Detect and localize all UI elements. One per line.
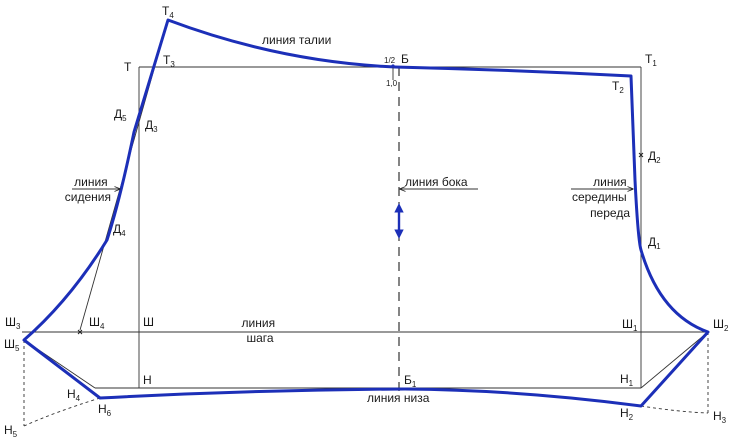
label-N1: Н1 bbox=[620, 372, 634, 388]
label-T1: Т1 bbox=[645, 52, 657, 68]
label-D4: Д4 bbox=[113, 222, 126, 238]
measure-half: 1/2 bbox=[384, 56, 396, 65]
caption-side-line: линия бока bbox=[405, 175, 468, 189]
label-T4: Т4 bbox=[162, 4, 174, 20]
label-D2: Д2 bbox=[648, 149, 661, 165]
label-Sh2: Ш2 bbox=[713, 317, 729, 333]
caption-crotch-line: линия шага bbox=[242, 316, 279, 345]
label-B: Б bbox=[401, 52, 409, 66]
label-Sh3: Ш3 bbox=[5, 315, 21, 331]
label-Sh5: Ш5 bbox=[4, 337, 20, 353]
trousers-front-outline bbox=[22, 18, 710, 408]
caption-waist-line: линия талии bbox=[262, 33, 331, 47]
label-D1: Д1 bbox=[648, 235, 661, 251]
mark-sh4-cross bbox=[77, 329, 83, 335]
mark-d2-cross bbox=[638, 152, 644, 158]
mark-b-dot bbox=[391, 64, 395, 68]
caption-front-center-line: линия середины переда bbox=[572, 175, 630, 220]
dashed-hem-n2-n3 bbox=[640, 405, 709, 414]
label-N6: Н6 bbox=[98, 402, 112, 418]
label-N2: Н2 bbox=[620, 406, 634, 422]
label-N: Н bbox=[143, 373, 152, 387]
label-T3: Т3 bbox=[163, 53, 175, 69]
label-Sh: Ш bbox=[143, 315, 154, 329]
construction-frame bbox=[22, 19, 709, 427]
caption-seat-line: линия сидения bbox=[65, 175, 111, 204]
dashed-hem-n6-n5 bbox=[23, 397, 101, 427]
label-N3: Н3 bbox=[713, 409, 727, 425]
guide-sh2-n1 bbox=[640, 331, 709, 389]
point-marks bbox=[77, 64, 644, 335]
point-labels: Т4 Т Т3 Б Т1 Т2 Д5 Д3 Д2 Д4 Д1 Ш3 Ш4 Ш Ш… bbox=[4, 4, 729, 439]
label-T2: Т2 bbox=[612, 79, 624, 95]
caption-hem-line: линия низа bbox=[367, 391, 430, 405]
measure-one: 1,0 bbox=[386, 79, 398, 88]
label-B1: Б1 bbox=[404, 373, 417, 389]
label-T: Т bbox=[124, 60, 132, 74]
label-D5: Д5 bbox=[114, 107, 127, 123]
label-Sh1: Ш1 bbox=[622, 317, 638, 333]
label-Sh4: Ш4 bbox=[89, 315, 105, 331]
label-D3: Д3 bbox=[145, 118, 158, 134]
label-N5: Н5 bbox=[4, 423, 18, 439]
label-N4: Н4 bbox=[67, 387, 81, 403]
